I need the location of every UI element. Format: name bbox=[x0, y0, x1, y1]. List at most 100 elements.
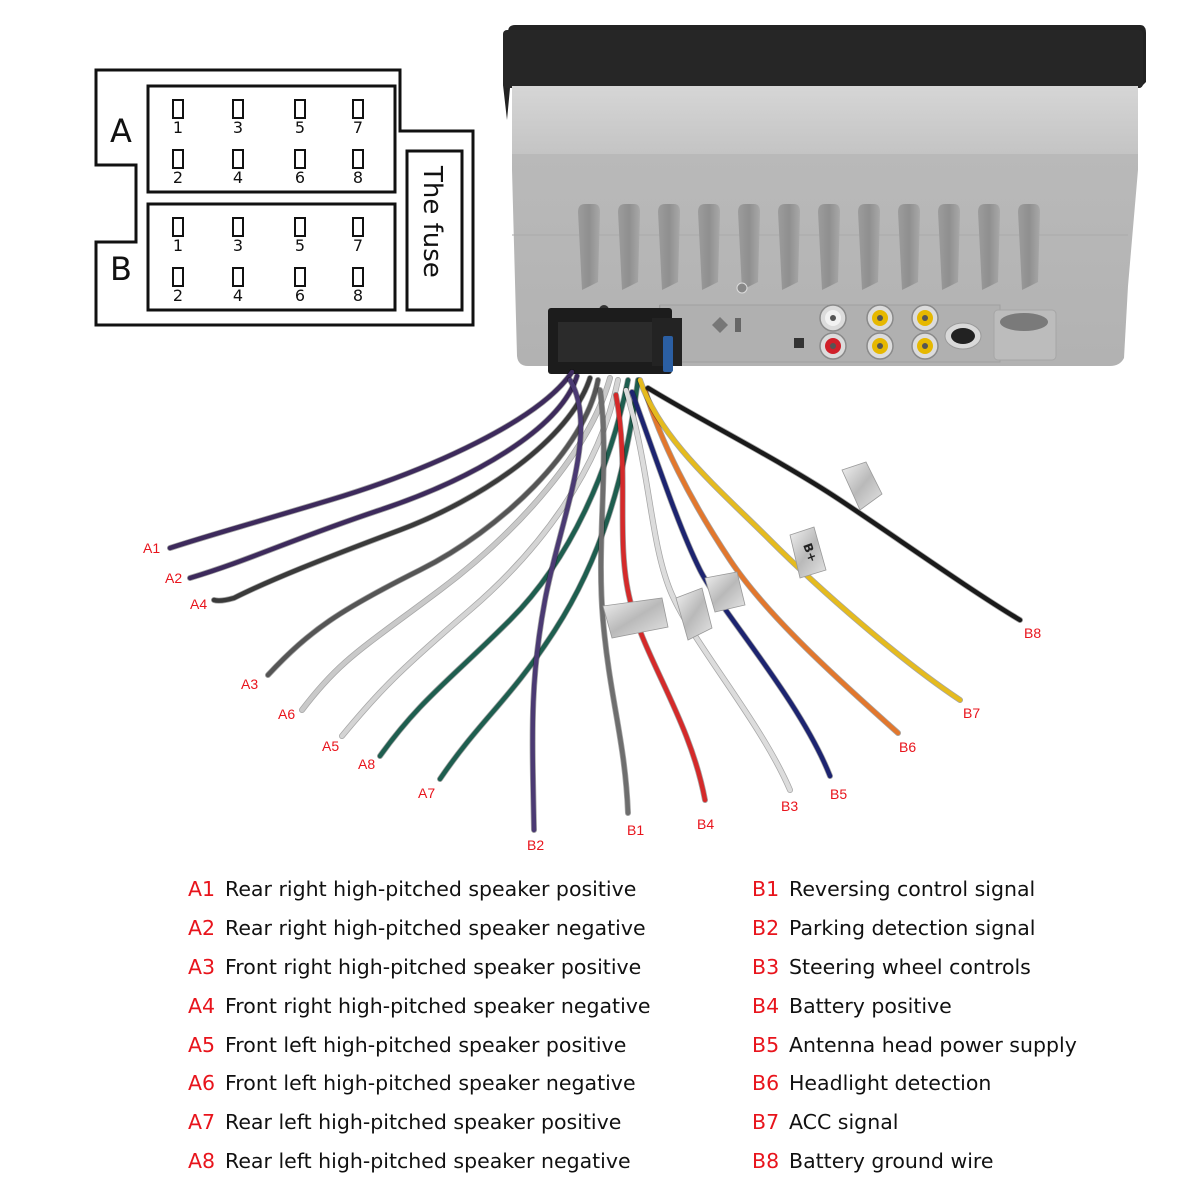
legend-description: Rear left high-pitched speaker negative bbox=[225, 1148, 631, 1173]
wire-label-b8: B8 bbox=[1024, 625, 1041, 641]
heatsink-fin bbox=[818, 204, 840, 290]
pin-number: 1 bbox=[173, 118, 183, 137]
heatsink-fin bbox=[578, 204, 600, 290]
legend-code: B5 bbox=[752, 1032, 780, 1057]
wire-label-b5: B5 bbox=[830, 786, 847, 802]
head-unit-top-panel bbox=[512, 86, 1138, 154]
gps-antenna-port bbox=[993, 309, 1057, 361]
wire-label-a5: A5 bbox=[322, 738, 339, 754]
wire-b8 bbox=[645, 385, 1023, 623]
legend-code: B1 bbox=[752, 877, 780, 902]
legend-code: A7 bbox=[188, 1110, 216, 1135]
pin-slot bbox=[172, 99, 184, 119]
legend-code: B8 bbox=[752, 1148, 780, 1173]
wire-label-a4: A4 bbox=[190, 596, 207, 612]
wire-label-a6: A6 bbox=[278, 706, 295, 722]
legend-description: Front left high-pitched speaker negative bbox=[225, 1071, 636, 1096]
wire-b7 bbox=[637, 377, 963, 703]
wire-b4 bbox=[613, 392, 708, 803]
heatsink-fin bbox=[618, 204, 640, 290]
pin-slot bbox=[232, 99, 244, 119]
ground-tab bbox=[712, 317, 728, 333]
heatsink-fin bbox=[938, 204, 960, 290]
pin-number: 8 bbox=[353, 286, 363, 305]
wire-label-b2: B2 bbox=[527, 837, 544, 853]
legend-description: Rear right high-pitched speaker positive bbox=[225, 877, 637, 902]
legend-code: A8 bbox=[188, 1148, 216, 1173]
pin-number: 5 bbox=[295, 118, 305, 137]
wire-tags: B+ bbox=[602, 461, 883, 641]
rca-jack-group bbox=[819, 304, 939, 360]
legend-description: Headlight detection bbox=[789, 1071, 992, 1096]
legend-description: Front left high-pitched speaker positive bbox=[225, 1032, 627, 1057]
legend-description: ACC signal bbox=[789, 1110, 899, 1135]
legend-row-a8: A8 Rear left high-pitched speaker negativ… bbox=[188, 1142, 651, 1181]
wire-a7 bbox=[437, 377, 641, 782]
wire-label-b7: B7 bbox=[963, 705, 980, 721]
legend-row-b4: B4 Battery positive bbox=[752, 986, 1077, 1025]
head-unit bbox=[503, 25, 1146, 374]
pin-slot bbox=[172, 267, 184, 287]
legend-row-a2: A2 Rear right high-pitched speaker negati… bbox=[188, 909, 651, 948]
legend-code: B7 bbox=[752, 1110, 780, 1135]
wire-b1 bbox=[597, 387, 631, 816]
connector-outline bbox=[94, 68, 475, 327]
wire-a2 bbox=[187, 373, 580, 581]
pin-slot bbox=[232, 217, 244, 237]
wire-label-a2: A2 bbox=[165, 570, 182, 586]
pin-slot bbox=[172, 217, 184, 237]
wire-a4 bbox=[211, 375, 593, 603]
legend-description: Battery positive bbox=[789, 993, 952, 1018]
heatsink-fin bbox=[738, 204, 760, 290]
legend-code: A5 bbox=[188, 1032, 216, 1057]
wire-label-a8: A8 bbox=[358, 756, 375, 772]
pin-slot bbox=[294, 217, 306, 237]
pin-number: 3 bbox=[233, 118, 243, 137]
legend-code: B4 bbox=[752, 993, 780, 1018]
pin-slot bbox=[352, 149, 364, 169]
legend-code: A3 bbox=[188, 954, 216, 979]
pin-number: 6 bbox=[295, 168, 305, 187]
wire-a8 bbox=[377, 377, 631, 759]
wire-b2 bbox=[530, 377, 584, 833]
pin-number: 4 bbox=[233, 168, 243, 187]
legend-code: A2 bbox=[188, 916, 216, 941]
wire-a1 bbox=[167, 369, 575, 551]
pin-slot bbox=[352, 267, 364, 287]
wire-bundle bbox=[167, 369, 1023, 833]
pin-number: 1 bbox=[173, 236, 183, 255]
legend-code: A6 bbox=[188, 1071, 216, 1096]
legend-description: Rear right high-pitched speaker negative bbox=[225, 916, 646, 941]
legend-description: Front right high-pitched speaker negativ… bbox=[225, 993, 651, 1018]
pin-number: 2 bbox=[173, 286, 183, 305]
legend-description: Battery ground wire bbox=[789, 1148, 994, 1173]
legend-description: Parking detection signal bbox=[789, 916, 1036, 941]
heatsink-fin bbox=[658, 204, 680, 290]
pin-slot bbox=[294, 149, 306, 169]
pin-slot bbox=[232, 267, 244, 287]
pin-number: 5 bbox=[295, 236, 305, 255]
wire-label-b4: B4 bbox=[697, 816, 714, 832]
legend-row-a6: A6 Front left high-pitched speaker negati… bbox=[188, 1064, 651, 1103]
heatsink-fin bbox=[858, 204, 880, 290]
mic-port bbox=[944, 322, 982, 350]
wire-label-a1: A1 bbox=[143, 540, 160, 556]
legend-row-b1: B1 Reversing control signal bbox=[752, 870, 1077, 909]
wire-a3 bbox=[265, 377, 601, 678]
legend-row-a5: A5 Front left high-pitched speaker positi… bbox=[188, 1025, 651, 1064]
wire-b5 bbox=[629, 389, 833, 779]
screw-hole bbox=[736, 282, 748, 294]
fuse-block bbox=[405, 149, 464, 312]
fuse-label: The fuse bbox=[417, 165, 447, 278]
pin-number: 6 bbox=[295, 286, 305, 305]
wire-label-a7: A7 bbox=[418, 785, 435, 801]
legend-description: Reversing control signal bbox=[789, 877, 1036, 902]
